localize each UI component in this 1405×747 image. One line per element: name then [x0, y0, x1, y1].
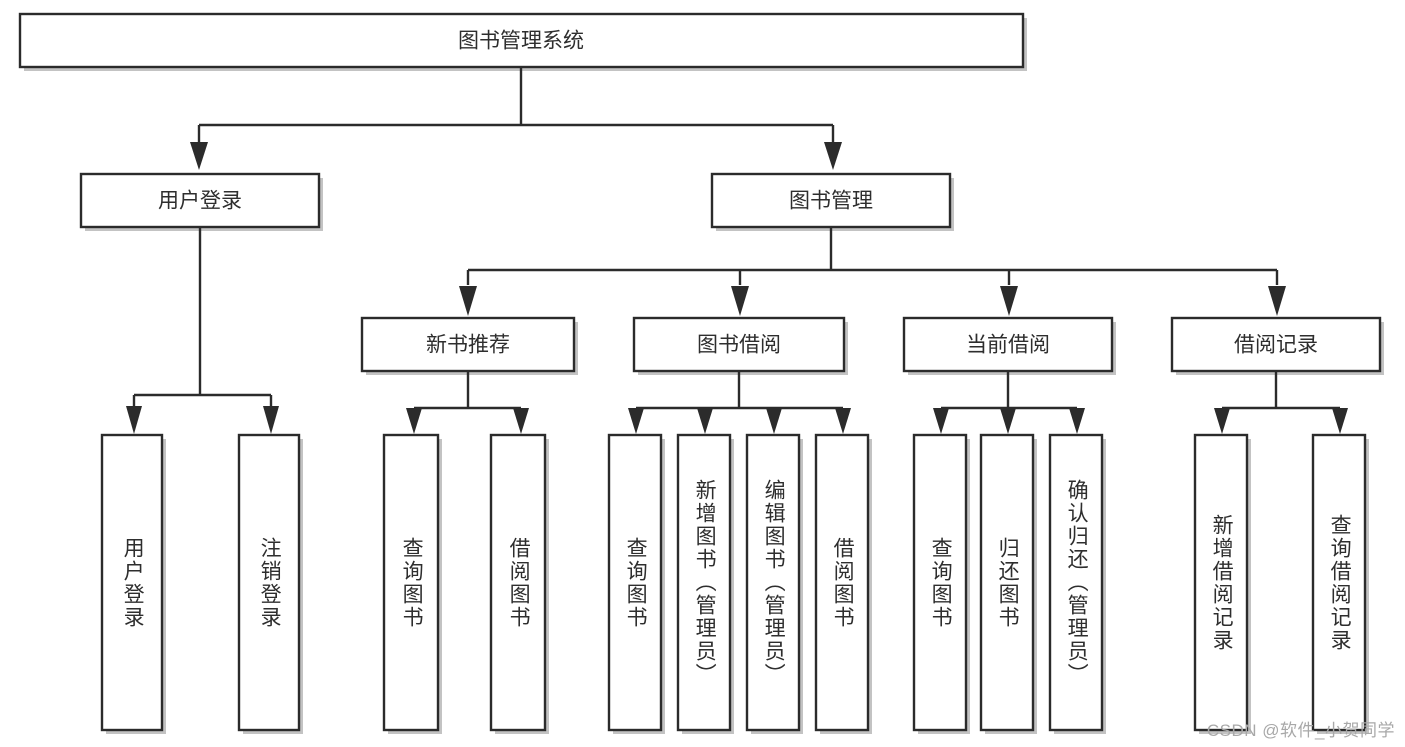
leaf-box[interactable] [237, 433, 301, 732]
arrow-head-icon [513, 408, 529, 434]
leaf-box[interactable] [745, 433, 801, 732]
leaf-box[interactable] [382, 433, 440, 732]
arrow-head-icon [1000, 286, 1018, 316]
leaf-box[interactable] [912, 433, 968, 732]
arrow-head-icon [731, 286, 749, 316]
node-current-borrow[interactable]: 当前借阅 [902, 316, 1116, 375]
node-book-management[interactable]: 图书管理 [710, 172, 954, 231]
node-book-borrow-label: 图书借阅 [697, 334, 781, 357]
connector-user-login-to-leaves [126, 227, 279, 434]
leaf-book-borrow-edit[interactable] [745, 433, 803, 734]
leaf-box[interactable] [979, 433, 1035, 732]
leaf-box[interactable] [1193, 433, 1249, 732]
arrow-head-icon [628, 408, 644, 434]
node-user-login-label: 用户登录 [158, 190, 242, 213]
node-borrow-record[interactable]: 借阅记录 [1170, 316, 1384, 375]
node-root-box[interactable] [18, 12, 1025, 69]
arrow-head-icon [835, 408, 851, 434]
connector-root-to-level2 [190, 67, 842, 170]
node-root-label: 图书管理系统 [458, 30, 584, 53]
node-user-login-box[interactable] [79, 172, 321, 229]
leaf-current-borrow-return[interactable] [979, 433, 1037, 734]
node-borrow-record-label: 借阅记录 [1234, 334, 1318, 357]
leaf-box[interactable] [1311, 433, 1367, 732]
arrow-head-icon [263, 406, 279, 434]
leaf-borrow-record-add[interactable] [1193, 433, 1251, 734]
leaf-new-book-query[interactable] [382, 433, 442, 734]
arrow-head-icon [766, 408, 782, 434]
arrow-head-icon [697, 408, 713, 434]
node-borrow-record-box[interactable] [1170, 316, 1382, 373]
connector-book-borrow-to-leaves [628, 371, 851, 434]
node-current-borrow-box[interactable] [902, 316, 1114, 373]
connector-borrow-record-to-leaves [1214, 371, 1348, 434]
arrow-head-icon [459, 286, 477, 316]
arrow-head-icon [406, 408, 422, 434]
leaf-box[interactable] [100, 433, 164, 732]
node-new-book-recommend[interactable]: 新书推荐 [360, 316, 578, 375]
leaf-book-borrow-query[interactable] [607, 433, 665, 734]
arrow-head-icon [1268, 286, 1286, 316]
leaf-borrow-record-query[interactable] [1311, 433, 1369, 734]
leaf-user-login-logout[interactable] [237, 433, 303, 734]
leaf-box[interactable] [676, 433, 732, 732]
arrow-head-icon [1000, 408, 1016, 434]
arrow-head-icon [126, 406, 142, 434]
arrow-head-icon [1332, 408, 1348, 434]
watermark-text: CSDN @软件_小贺同学 [1206, 721, 1395, 740]
arrow-head-icon [933, 408, 949, 434]
node-new-book-recommend-box[interactable] [360, 316, 576, 373]
leaf-box[interactable] [489, 433, 547, 732]
leaf-box[interactable] [1048, 433, 1104, 732]
arrow-head-icon [190, 142, 208, 170]
connector-book-management-to-level3 [459, 227, 1286, 316]
leaf-user-login-login[interactable] [100, 433, 166, 734]
connector-current-borrow-to-leaves [933, 371, 1085, 434]
node-user-login[interactable]: 用户登录 [79, 172, 323, 231]
arrow-head-icon [1069, 408, 1085, 434]
leaf-current-borrow-confirm[interactable] [1048, 433, 1106, 734]
connector-new-book-recommend-to-leaves [406, 371, 529, 434]
leaf-box[interactable] [607, 433, 663, 732]
leaf-new-book-borrow[interactable] [489, 433, 549, 734]
node-new-book-recommend-label: 新书推荐 [426, 334, 510, 357]
leaf-book-borrow-borrow[interactable] [814, 433, 872, 734]
leaf-current-borrow-query[interactable] [912, 433, 970, 734]
arrow-head-icon [824, 142, 842, 170]
leaf-box[interactable] [814, 433, 870, 732]
leaf-book-borrow-add[interactable] [676, 433, 734, 734]
node-book-borrow[interactable]: 图书借阅 [632, 316, 848, 375]
node-root[interactable]: 图书管理系统 [18, 12, 1027, 71]
node-book-management-label: 图书管理 [789, 190, 873, 213]
arrow-head-icon [1214, 408, 1230, 434]
node-current-borrow-label: 当前借阅 [966, 334, 1050, 357]
